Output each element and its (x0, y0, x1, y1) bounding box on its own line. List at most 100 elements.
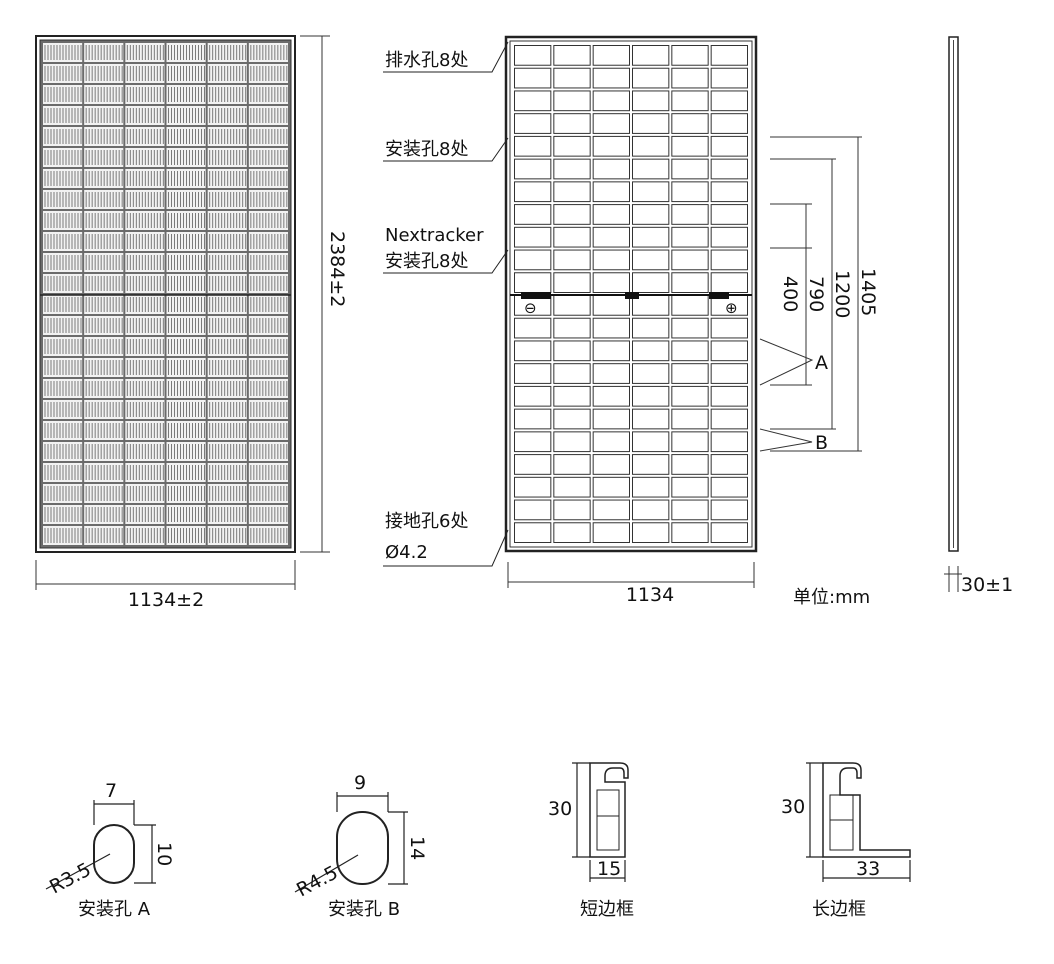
front-view (35, 35, 296, 553)
back-cell (553, 158, 591, 180)
back-cell (632, 67, 670, 89)
front-cell-stripes (250, 339, 288, 354)
back-cell (710, 135, 749, 157)
front-cell-stripes (250, 66, 288, 81)
back-cell (671, 45, 709, 66)
back-cell (553, 476, 591, 498)
front-cell-stripes (126, 528, 164, 543)
back-cell (632, 158, 670, 180)
front-cell-stripes (250, 108, 288, 123)
back-cell (671, 522, 709, 543)
back-cell (671, 454, 709, 475)
hole-a-caption: 安装孔 A (78, 899, 151, 920)
back-cell (632, 135, 670, 157)
back-cell (592, 363, 631, 384)
front-cell-stripes (168, 45, 205, 60)
front-cell-stripes (44, 234, 82, 249)
nextracker-callout-line1: Nextracker (385, 225, 484, 246)
front-cell-stripes (250, 150, 288, 165)
point-a-label: A (815, 352, 828, 374)
front-cell-stripes (44, 423, 82, 438)
front-cell-stripes (250, 213, 288, 228)
junction-box-right (709, 292, 729, 299)
front-cell-stripes (168, 129, 205, 144)
back-cell (592, 226, 631, 248)
front-cell-stripes (126, 150, 164, 165)
front-cell-stripes (126, 108, 164, 123)
back-cell (671, 476, 709, 498)
front-cell-stripes (44, 150, 82, 165)
front-cell-stripes (126, 318, 164, 333)
front-width-dimension (35, 560, 296, 590)
long-frame-height-label: 30 (781, 796, 805, 818)
back-cell (553, 204, 591, 225)
back-cell (514, 158, 552, 180)
front-cell-stripes (168, 339, 205, 354)
back-cell (592, 476, 631, 498)
front-cell-stripes (168, 276, 205, 291)
short-frame-width-label: 15 (597, 858, 621, 880)
back-cell (632, 499, 670, 521)
front-cell-stripes (85, 234, 123, 249)
front-cell-stripes (250, 318, 288, 333)
back-cell (671, 363, 709, 384)
back-cell (632, 431, 670, 453)
front-cell-stripes (168, 213, 205, 228)
back-view: ⊖ ⊕ (504, 35, 758, 553)
back-cell (632, 454, 670, 475)
back-cell (514, 45, 552, 66)
drain-hole-callout: 排水孔8处 (385, 50, 468, 71)
back-cell (592, 340, 631, 362)
front-width-label: 1134±2 (128, 589, 204, 611)
front-cell-stripes (85, 87, 123, 102)
front-cell-stripes (209, 276, 247, 291)
hole-b-slot (336, 811, 389, 885)
front-cell-stripes (85, 339, 123, 354)
back-cell (632, 476, 670, 498)
front-cell-stripes (250, 486, 288, 501)
front-cell-stripes (250, 444, 288, 459)
front-cell-stripes (44, 402, 82, 417)
hole-a-width-label: 7 (105, 780, 117, 802)
long-frame-detail (806, 762, 911, 882)
back-cell (592, 135, 631, 157)
front-cell-stripes (126, 234, 164, 249)
front-cell-stripes (44, 297, 82, 312)
side-thickness-dimension (944, 566, 962, 592)
front-cell-stripes (44, 381, 82, 396)
back-cell (592, 45, 631, 66)
callout-leaders (383, 41, 509, 567)
back-cell (553, 135, 591, 157)
back-cell (514, 135, 552, 157)
back-cell (514, 181, 552, 203)
back-cell (671, 204, 709, 225)
front-cell-stripes (44, 444, 82, 459)
front-cell-stripes (44, 255, 82, 270)
front-cell-stripes (168, 528, 205, 543)
back-cell (632, 317, 670, 339)
front-cell-stripes (250, 381, 288, 396)
back-cell (592, 249, 631, 271)
back-cell (632, 408, 670, 430)
front-cell-stripes (85, 507, 123, 522)
back-cell (592, 454, 631, 475)
hole-b-height-label: 14 (406, 836, 428, 860)
back-cell (632, 249, 670, 271)
back-cell (710, 67, 749, 89)
back-cell (592, 113, 631, 134)
back-cell (553, 45, 591, 66)
front-cell-stripes (126, 129, 164, 144)
back-cell (514, 340, 552, 362)
back-cell (671, 226, 709, 248)
front-cell-stripes (209, 402, 247, 417)
back-cell (671, 135, 709, 157)
back-cell-grid (514, 45, 749, 543)
back-cell (514, 408, 552, 430)
back-cell (671, 272, 709, 294)
side-view (948, 36, 959, 552)
back-cell (592, 499, 631, 521)
front-cell-stripes (85, 360, 123, 375)
front-cell-stripes (126, 255, 164, 270)
mount-hole-callout: 安装孔8处 (385, 139, 468, 160)
back-cell (592, 90, 631, 112)
